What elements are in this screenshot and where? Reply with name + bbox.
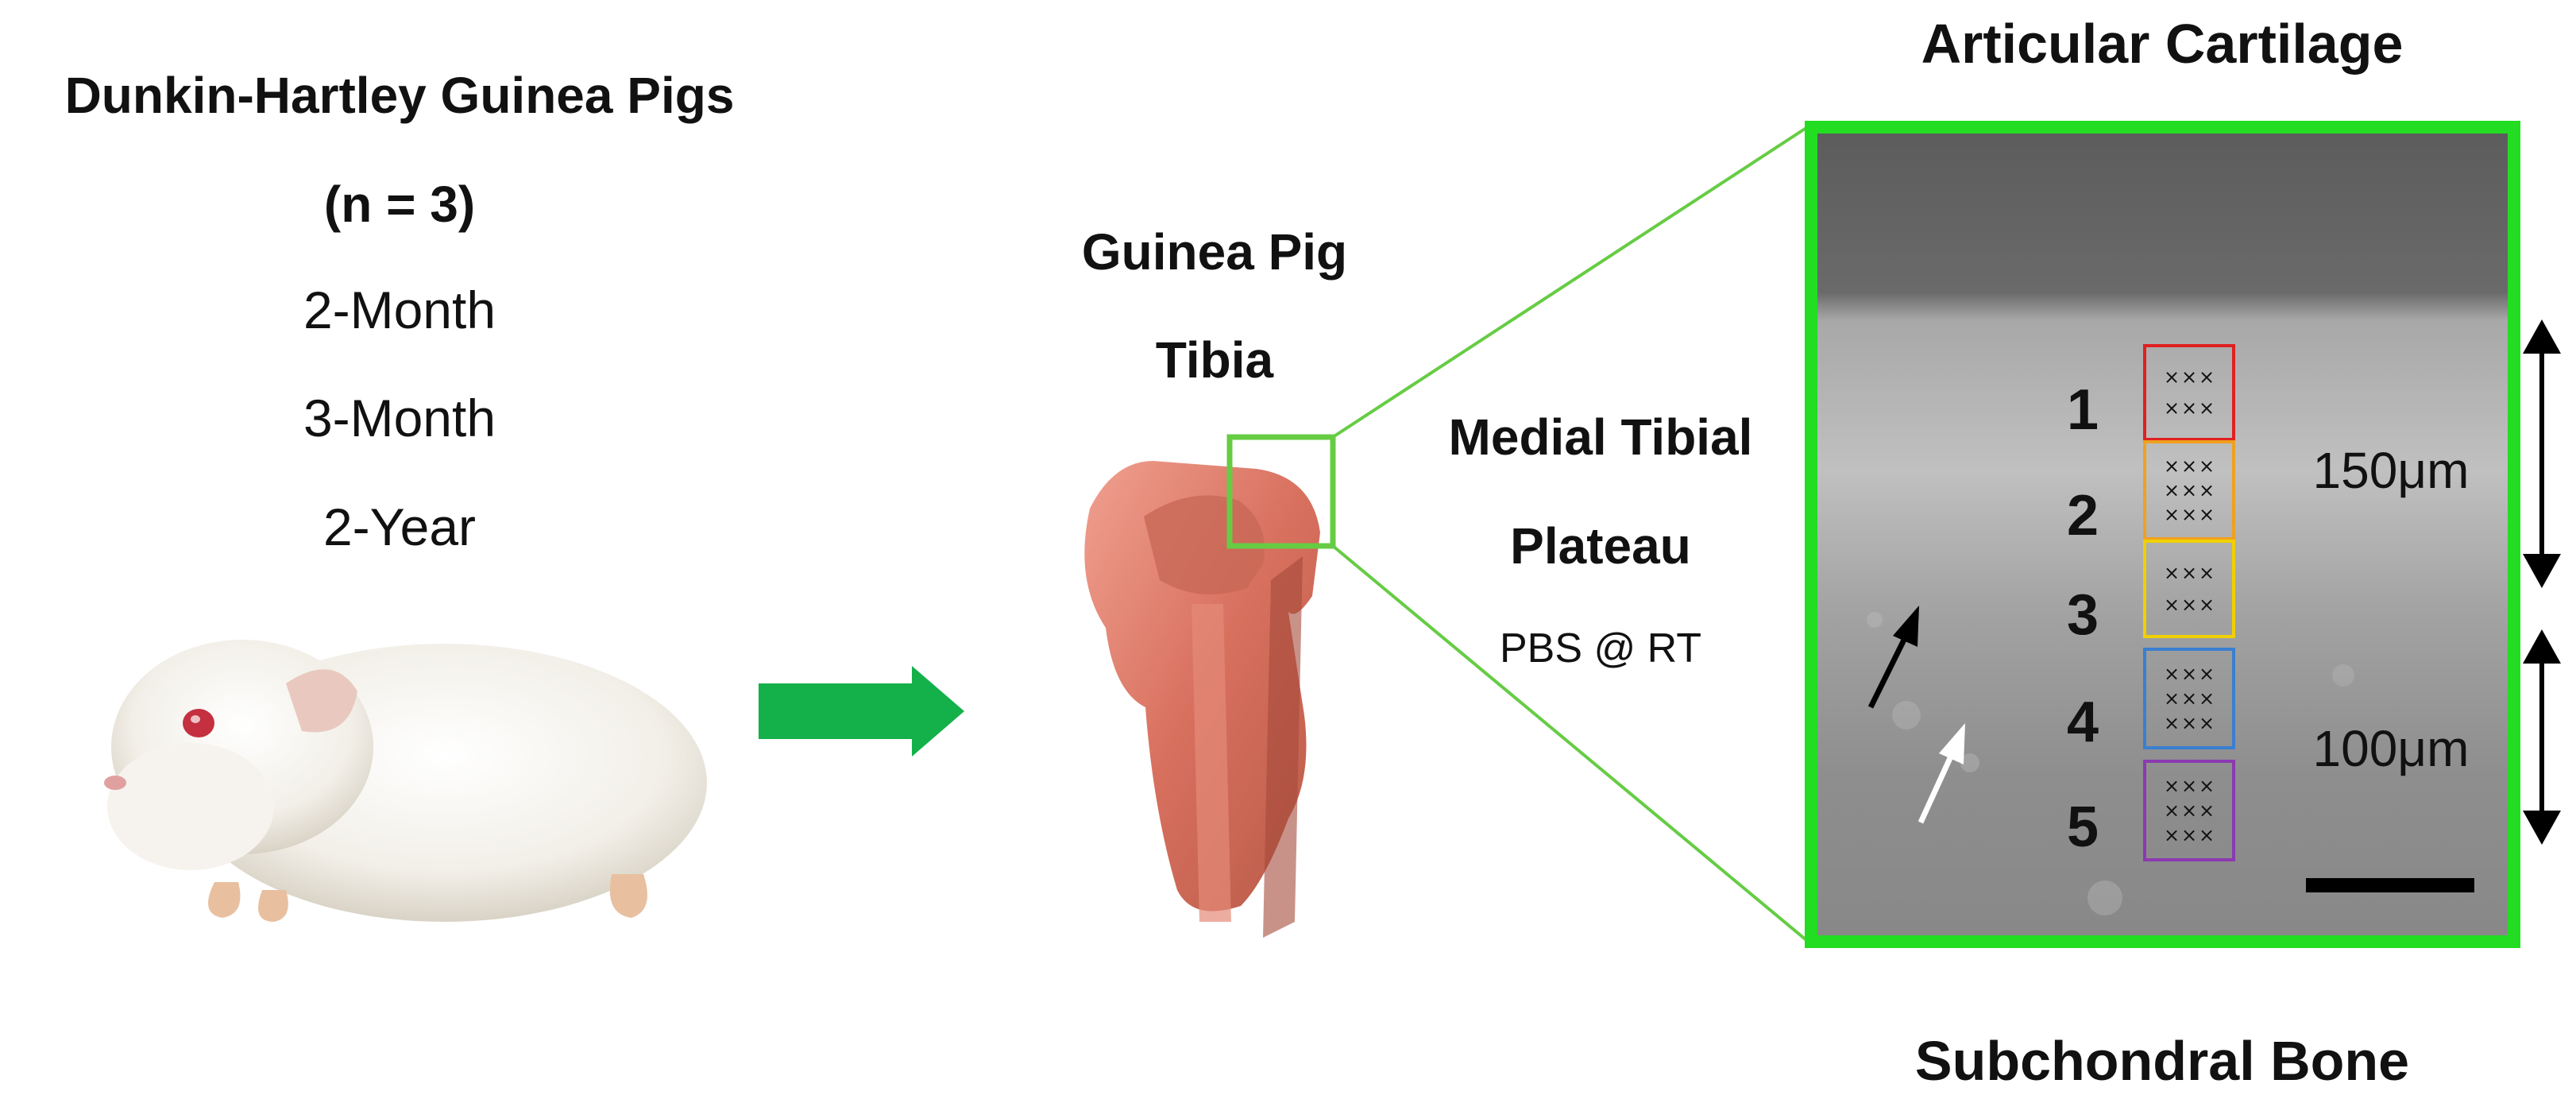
articular-cartilage-label: Articular Cartilage [1921,13,2404,75]
measurement-point-mark: × [2199,663,2215,685]
measurement-point-mark: × [2164,775,2180,797]
measurement-point-mark: × [2199,562,2215,584]
measurement-point-mark: × [2181,799,2197,822]
white-arrow-icon [1918,723,1965,824]
guinea-pig-image [104,640,707,922]
measurement-point-mark: × [2181,366,2197,388]
measurement-point-mark: × [2199,479,2215,501]
zone-box-1 [2143,344,2235,441]
zone-number-2: 2 [2066,484,2099,548]
measurement-point-mark: × [2181,775,2197,797]
zone-box-2 [2143,440,2235,540]
zoom-line-bottom [1331,544,1813,946]
tibia-selection-box [1226,434,1336,549]
measurement-point-mark: × [2164,504,2180,526]
dimension-arrow-lower [2523,629,2561,845]
measurement-point-mark: × [2181,824,2197,846]
region-line1: Medial Tibial [1448,408,1753,466]
measurement-point-mark: × [2199,824,2215,846]
measurement-point-mark: × [2181,504,2197,526]
condition-label: PBS @ RT [1499,625,1702,671]
measurement-point-mark: × [2199,799,2215,822]
tibia-title-line2: Tibia [1155,331,1274,389]
measurement-point-mark: × [2181,479,2197,501]
green-arrow [759,666,964,757]
measurement-point-mark: × [2164,663,2180,685]
zone-number-3: 3 [2066,583,2099,647]
measurement-point-mark: × [2199,712,2215,734]
black-arrow-icon [1867,606,1919,709]
dimension-label-upper: 150μm [2312,442,2470,499]
measurement-point-mark: × [2199,775,2215,797]
measurement-point-mark: × [2164,824,2180,846]
measurement-point-mark: × [2164,687,2180,710]
zone-number-5: 5 [2066,795,2099,859]
region-line2: Plateau [1510,517,1691,575]
scale-bar [2306,878,2474,892]
age-2-year: 2-Year [322,497,477,556]
subject-title: Dunkin-Hartley Guinea Pigs [64,67,735,124]
zone-number-1: 1 [2066,378,2099,442]
age-3-month: 3-Month [303,389,496,447]
zoom-line-top [1331,123,1813,439]
subchondral-bone-label: Subchondral Bone [1914,1030,2410,1092]
measurement-point-mark: × [2164,562,2180,584]
measurement-point-mark: × [2199,594,2215,616]
age-2-month: 2-Month [303,281,496,339]
zone-boxes: ××××××××××××××××××××××××××××××××××××××× [2143,344,2235,861]
measurement-point-mark: × [2181,594,2197,616]
sample-size: (n = 3) [323,176,476,233]
tibia-title-line1: Guinea Pig [1081,223,1348,281]
measurement-point-mark: × [2181,687,2197,710]
micrograph-speckle [1867,612,2354,915]
measurement-point-mark: × [2164,479,2180,501]
zone-box-4 [2143,648,2235,749]
measurement-point-mark: × [2181,663,2197,685]
measurement-point-mark: × [2181,712,2197,734]
dimension-label-lower: 100μm [2312,720,2470,777]
measurement-point-mark: × [2199,687,2215,710]
measurement-point-mark: × [2199,455,2215,478]
measurement-point-mark: × [2164,366,2180,388]
measurement-point-mark: × [2199,397,2215,420]
measurement-point-mark: × [2164,594,2180,616]
measurement-point-mark: × [2164,397,2180,420]
dimension-arrow-upper [2523,319,2561,588]
measurement-point-mark: × [2199,504,2215,526]
measurement-point-mark: × [2181,562,2197,584]
micrograph-frame [1805,121,2520,948]
measurement-point-mark: × [2164,799,2180,822]
micrograph-image [1815,131,2510,938]
measurement-point-mark: × [2164,712,2180,734]
measurement-point-mark: × [2164,455,2180,478]
measurement-point-mark: × [2199,366,2215,388]
measurement-point-mark: × [2181,397,2197,420]
tibia-image [1084,461,1320,938]
measurement-point-mark: × [2181,455,2197,478]
zone-box-3 [2143,540,2235,638]
zone-box-5 [2143,760,2235,861]
zone-number-4: 4 [2066,691,2099,754]
